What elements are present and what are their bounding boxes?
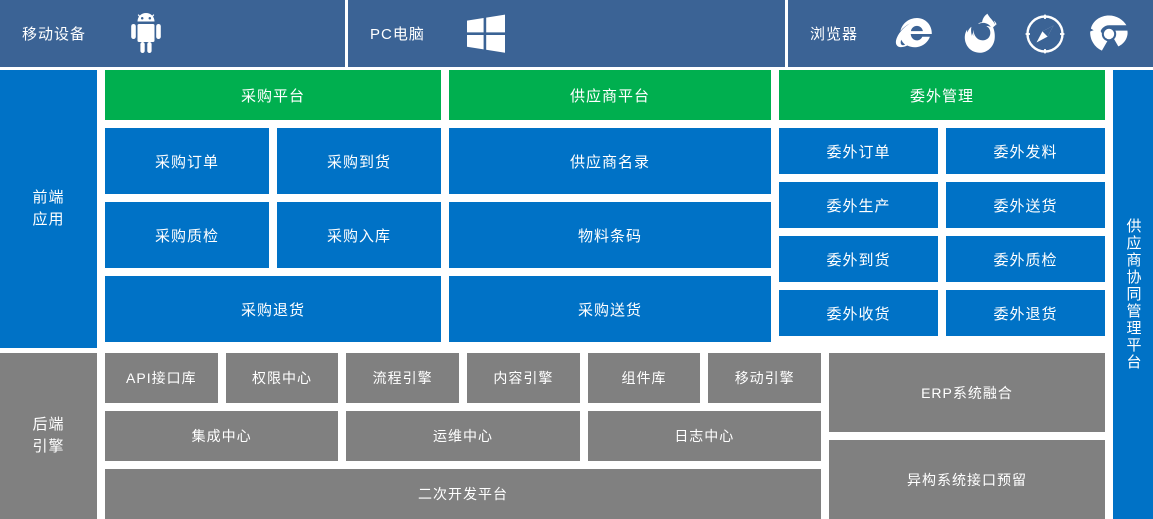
tile-row: 采购订单 采购到货	[105, 128, 441, 194]
column-header-outsourcing[interactable]: 委外管理	[779, 70, 1105, 120]
tile-purchase-delivery[interactable]: 采购送货	[449, 276, 771, 342]
frontend-section: 前端 应用 采购平台 采购订单 采购到货 采购质检 采购入库 采购退货 供	[0, 70, 1153, 519]
device-icons-pc	[465, 13, 507, 55]
tile-outsource-return[interactable]: 委外退货	[946, 290, 1105, 336]
frontend-side-label: 前端 应用	[0, 70, 97, 348]
tile-purchase-arrival[interactable]: 采购到货	[277, 128, 441, 194]
tile-row: 委外收货 委外退货	[779, 290, 1105, 336]
device-label-browser: 浏览器	[810, 26, 859, 43]
tile-row: 委外到货 委外质检	[779, 236, 1105, 282]
chrome-icon	[1086, 11, 1132, 57]
tile-supplier-directory[interactable]: 供应商名录	[449, 128, 771, 194]
column-procurement: 采购平台 采购订单 采购到货 采购质检 采购入库 采购退货	[105, 70, 441, 348]
tile-outsource-inspection[interactable]: 委外质检	[946, 236, 1105, 282]
firefox-icon	[958, 11, 1004, 57]
tile-purchase-return[interactable]: 采购退货	[105, 276, 441, 342]
tile-component-library[interactable]: 组件库	[587, 353, 701, 403]
backend-row-2: 集成中心 运维中心 日志中心	[105, 411, 821, 461]
safari-icon	[1022, 11, 1068, 57]
tile-log-center[interactable]: 日志中心	[587, 411, 821, 461]
device-cell-browser[interactable]: 浏览器	[788, 0, 1153, 67]
frontend-side-label-line2: 应用	[32, 211, 65, 228]
backend-section: 后端 引擎 API接口库 权限中心 流程引擎 内容引擎 组件库 移动引擎 集成中…	[0, 353, 1153, 519]
tile-secondary-development-platform[interactable]: 二次开发平台	[105, 469, 821, 519]
device-icons-browser	[894, 11, 1132, 57]
android-icon	[126, 12, 166, 56]
platform-right-rail: 供应商协同管理平台	[1113, 70, 1153, 519]
device-topbar: 移动设备	[0, 0, 1153, 67]
tile-outsource-receipt[interactable]: 委外收货	[779, 290, 938, 336]
device-icons-mobile	[126, 12, 166, 56]
backend-side-label-line2: 引擎	[32, 438, 65, 455]
device-label-mobile: 移动设备	[22, 26, 87, 43]
backend-side-label: 后端 引擎	[0, 353, 97, 519]
backend-side-label-line1: 后端	[32, 416, 65, 434]
column-header-supplier[interactable]: 供应商平台	[449, 70, 771, 120]
tile-outsource-issue[interactable]: 委外发料	[946, 128, 1105, 174]
backend-main-grid: API接口库 权限中心 流程引擎 内容引擎 组件库 移动引擎 集成中心 运维中心…	[105, 353, 822, 519]
backend-row-1: API接口库 权限中心 流程引擎 内容引擎 组件库 移动引擎	[105, 353, 822, 403]
frontend-side-label-line1: 前端	[32, 189, 65, 207]
tile-row: 委外订单 委外发料	[779, 128, 1105, 174]
tile-row: 委外生产 委外送货	[779, 182, 1105, 228]
tile-outsource-production[interactable]: 委外生产	[779, 182, 938, 228]
column-supplier: 供应商平台 供应商名录 物料条码 采购送货	[449, 70, 771, 348]
tile-process-engine[interactable]: 流程引擎	[346, 353, 460, 403]
tile-heterogeneous-interface-reserve[interactable]: 异构系统接口预留	[829, 440, 1105, 519]
tile-row: 采购质检 采购入库	[105, 202, 441, 268]
frontend-columns: 采购平台 采购订单 采购到货 采购质检 采购入库 采购退货 供应商平台 供应商名…	[105, 70, 1105, 348]
column-header-procurement[interactable]: 采购平台	[105, 70, 441, 120]
backend-row-3: 二次开发平台	[105, 469, 821, 519]
tile-outsource-order[interactable]: 委外订单	[779, 128, 938, 174]
tile-operations-center[interactable]: 运维中心	[346, 411, 580, 461]
column-outsourcing: 委外管理 委外订单 委外发料 委外生产 委外送货 委外到货 委外质检 委外收货 …	[779, 70, 1105, 348]
backend-right-grid: ERP系统融合 异构系统接口预留	[829, 353, 1105, 519]
tile-permission-center[interactable]: 权限中心	[225, 353, 339, 403]
device-label-pc: PC电脑	[370, 26, 425, 43]
windows-icon	[465, 13, 507, 55]
tile-purchase-inspection[interactable]: 采购质检	[105, 202, 269, 268]
tile-purchase-order[interactable]: 采购订单	[105, 128, 269, 194]
tile-integration-center[interactable]: 集成中心	[105, 411, 339, 461]
tile-content-engine[interactable]: 内容引擎	[467, 353, 580, 403]
tile-purchase-warehousing[interactable]: 采购入库	[277, 202, 441, 268]
tile-mobile-engine[interactable]: 移动引擎	[708, 353, 822, 403]
device-cell-pc[interactable]: PC电脑	[348, 0, 785, 67]
device-cell-mobile[interactable]: 移动设备	[0, 0, 345, 67]
internet-explorer-icon	[894, 11, 940, 57]
tile-material-barcode[interactable]: 物料条码	[449, 202, 771, 268]
tile-outsource-arrival[interactable]: 委外到货	[779, 236, 938, 282]
tile-outsource-delivery[interactable]: 委外送货	[946, 182, 1105, 228]
tile-erp-integration[interactable]: ERP系统融合	[829, 353, 1105, 432]
tile-api-library[interactable]: API接口库	[105, 353, 218, 403]
